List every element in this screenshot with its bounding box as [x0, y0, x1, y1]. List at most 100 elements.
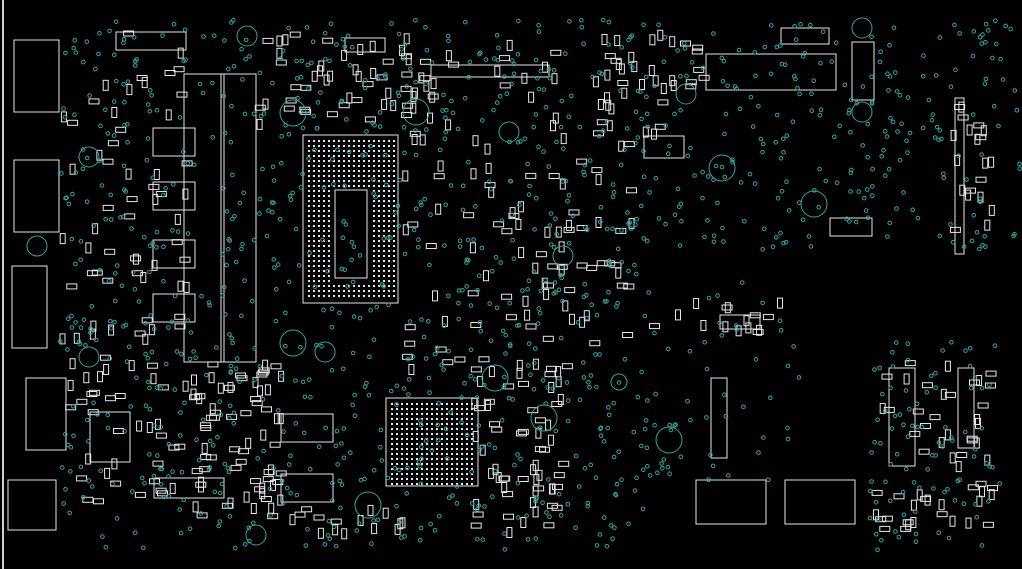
smd-part [301, 506, 313, 513]
via [143, 321, 148, 326]
pch-ball [406, 473, 408, 475]
smd-part [506, 527, 513, 538]
smd-part [111, 107, 118, 118]
cpu-ball [393, 155, 395, 157]
via [1017, 161, 1022, 167]
smd-part [382, 58, 394, 65]
via [422, 196, 428, 202]
via [154, 453, 160, 458]
via [510, 58, 515, 63]
via [424, 47, 430, 53]
cpu-ball [328, 180, 330, 182]
cpu-ball [373, 235, 375, 237]
pch-ball [446, 418, 448, 420]
cpu-ball [373, 210, 375, 212]
via [896, 534, 902, 540]
smd-part [944, 360, 951, 372]
via [320, 237, 325, 243]
connector-outline [13, 159, 60, 233]
smd-part [270, 479, 276, 491]
pch-ball [416, 463, 418, 465]
via [892, 413, 898, 419]
via [616, 380, 622, 385]
pch-ball [461, 413, 463, 415]
via [400, 56, 406, 61]
via [437, 513, 442, 519]
cpu-ball [368, 160, 370, 162]
cpu-ball [308, 220, 310, 222]
via [581, 41, 586, 47]
via [233, 366, 239, 372]
cpu-ball [393, 150, 395, 152]
via [350, 350, 356, 356]
cpu-ball [378, 185, 380, 187]
via [150, 240, 156, 246]
via [781, 240, 786, 246]
cpu-ball [388, 200, 390, 202]
via [582, 162, 588, 168]
cpu-ball [318, 215, 320, 217]
pch-ball [391, 463, 393, 465]
via [527, 183, 532, 189]
via [955, 478, 961, 484]
pch-ball [406, 418, 408, 420]
via [874, 531, 879, 537]
pch-ball [421, 443, 423, 445]
via [626, 221, 631, 226]
via [326, 518, 332, 524]
via [887, 220, 893, 226]
via [84, 39, 90, 45]
via [540, 378, 546, 383]
via [606, 412, 612, 418]
via [778, 43, 783, 48]
via [1000, 77, 1006, 82]
via [413, 128, 418, 133]
pch-ball [456, 453, 458, 455]
smd-part [276, 35, 283, 47]
via [643, 74, 649, 80]
via [65, 442, 71, 448]
smd-part [521, 72, 528, 84]
cpu-ball [343, 150, 345, 152]
via [335, 147, 340, 152]
pch-ball [436, 443, 438, 445]
via [820, 29, 826, 34]
cpu-ball [313, 180, 315, 182]
via [700, 169, 705, 175]
smd-part [545, 419, 552, 431]
smd-part [91, 269, 103, 276]
pch-ball [406, 423, 408, 425]
via [460, 183, 466, 189]
smd-part [472, 511, 484, 518]
via [613, 492, 619, 498]
via [421, 334, 427, 340]
via [634, 475, 639, 481]
via [283, 310, 288, 316]
pch-ball [431, 453, 433, 455]
cpu-ball [373, 220, 375, 222]
via [428, 212, 433, 217]
via [358, 477, 364, 483]
smd-part [229, 446, 241, 453]
pch-ball [456, 458, 458, 460]
via [894, 206, 899, 211]
smd-part [543, 282, 554, 289]
via [778, 230, 783, 236]
smd-part [471, 397, 478, 409]
via [154, 245, 159, 250]
via [267, 486, 273, 492]
cpu-ball [338, 185, 340, 187]
via [931, 486, 936, 491]
smd-part [411, 87, 418, 99]
smd-part [250, 478, 262, 485]
memory-chip [152, 127, 196, 157]
smd-part [494, 65, 501, 77]
via [525, 161, 530, 167]
via [635, 135, 641, 140]
smd-part [401, 112, 413, 118]
via [598, 425, 604, 431]
via [441, 367, 446, 372]
smd-part [987, 485, 998, 492]
smd-part [501, 293, 513, 300]
